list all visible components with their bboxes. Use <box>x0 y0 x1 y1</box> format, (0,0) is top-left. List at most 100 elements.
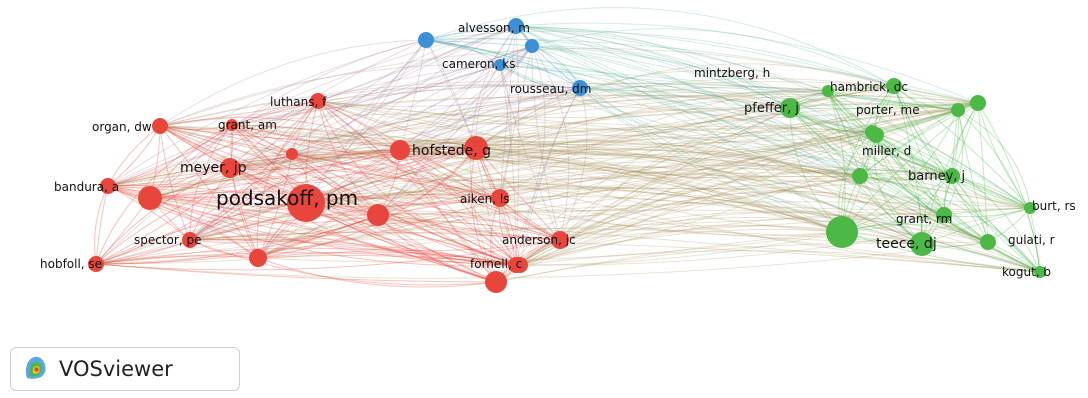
network-edge <box>231 113 945 216</box>
network-edge <box>305 102 979 205</box>
network-node-hofstede[interactable] <box>390 140 410 160</box>
network-node-alvesson[interactable] <box>508 18 524 34</box>
network-edge <box>229 151 861 177</box>
network-edge <box>317 100 561 241</box>
network-edge <box>399 149 861 178</box>
network-edge <box>95 124 233 265</box>
network-edge <box>531 45 791 109</box>
network-edge <box>291 153 379 216</box>
network-node-unlabeled[interactable] <box>525 39 539 53</box>
network-node-mintzberg[interactable] <box>822 85 834 97</box>
network-node-hambrick[interactable] <box>886 78 902 94</box>
network-node-unlabeled[interactable] <box>852 168 868 184</box>
network-edge <box>95 90 829 265</box>
network-edge <box>95 130 873 265</box>
network-edge <box>515 102 979 266</box>
network-node-barney[interactable] <box>944 168 960 184</box>
network-edge <box>189 25 517 241</box>
network-node-hobfoll[interactable] <box>88 256 104 272</box>
network-node-grant_rm[interactable] <box>936 207 952 223</box>
network-edge <box>943 207 1031 218</box>
network-node-unlabeled[interactable] <box>464 136 488 160</box>
network-edge <box>291 153 501 199</box>
network-node-pfeffer[interactable] <box>780 98 800 118</box>
network-node-meyer[interactable] <box>220 158 240 178</box>
network-node-grant_am[interactable] <box>226 119 238 131</box>
network-node-unlabeled[interactable] <box>249 249 267 267</box>
network-edge <box>519 231 843 266</box>
network-node-teece[interactable] <box>910 232 934 256</box>
network-edge <box>515 25 791 109</box>
network-edge <box>515 192 989 266</box>
network-edge <box>559 87 588 241</box>
network-edge <box>559 216 1041 273</box>
network-edge <box>317 100 517 266</box>
network-edge <box>305 202 517 266</box>
vosviewer-badge[interactable]: VOSviewer <box>10 347 240 391</box>
network-edge <box>399 149 517 266</box>
network-node-luthans[interactable] <box>310 93 326 109</box>
network-edge <box>159 125 379 216</box>
network-node-cameron[interactable] <box>494 59 506 71</box>
network-edge <box>827 90 945 216</box>
network-edge <box>515 228 843 266</box>
network-edge <box>95 239 561 271</box>
network-node-unlabeled[interactable] <box>418 32 434 48</box>
network-edge <box>317 25 517 102</box>
network-edge <box>305 202 561 241</box>
network-node-miller[interactable] <box>868 127 884 143</box>
network-edge <box>425 7 895 87</box>
network-node-bandura[interactable] <box>100 178 116 194</box>
network-edge <box>159 125 521 266</box>
network-edge <box>107 122 953 187</box>
network-edge <box>317 100 843 233</box>
network-edge <box>231 97 953 177</box>
network-edge <box>499 197 1041 273</box>
network-node-burt[interactable] <box>1024 202 1036 214</box>
network-node-podsakoff[interactable] <box>287 184 325 222</box>
node-label-luthans: luthans, f <box>270 95 327 109</box>
network-node-unlabeled[interactable] <box>286 148 298 160</box>
network-node-unlabeled[interactable] <box>826 216 858 248</box>
network-edge <box>149 153 293 199</box>
network-edge <box>531 45 1031 209</box>
network-node-organ[interactable] <box>152 118 168 134</box>
network-edge <box>291 147 477 159</box>
network-edge <box>495 45 546 283</box>
network-edge <box>107 167 231 187</box>
network-node-anderson[interactable] <box>551 231 569 249</box>
network-edge <box>377 171 1041 273</box>
network-edge <box>377 214 497 283</box>
network-edge <box>159 125 517 266</box>
network-node-spector[interactable] <box>182 232 198 248</box>
network-edge <box>189 228 923 245</box>
network-node-fornell[interactable] <box>512 257 528 273</box>
network-edge <box>789 107 1041 273</box>
network-edge <box>229 64 501 169</box>
network-edge <box>95 64 501 265</box>
network-edge <box>231 100 319 126</box>
network-node-unlabeled[interactable] <box>138 186 162 210</box>
network-node-unlabeled[interactable] <box>485 271 507 293</box>
network-edge <box>189 239 521 266</box>
network-node-porter[interactable] <box>970 95 986 111</box>
network-node-kogut[interactable] <box>1034 266 1046 278</box>
network-edge <box>499 64 953 177</box>
network-edge <box>189 185 843 241</box>
network-edge <box>229 147 477 169</box>
node-label-kogut: kogut, b <box>1002 265 1051 279</box>
network-edge <box>841 231 1041 273</box>
network-edge <box>256 100 319 259</box>
network-node-aiken[interactable] <box>491 189 509 207</box>
network-node-unlabeled[interactable] <box>367 204 389 226</box>
network-edge <box>149 105 1031 209</box>
network-edge <box>871 131 989 243</box>
network-edge <box>149 136 989 243</box>
network-node-rousseau[interactable] <box>572 80 588 96</box>
network-edge <box>305 202 521 266</box>
network-node-unlabeled[interactable] <box>951 103 965 117</box>
node-label-burt: burt, rs <box>1032 199 1076 213</box>
network-node-gulati[interactable] <box>980 234 996 250</box>
network-edge <box>189 45 533 241</box>
